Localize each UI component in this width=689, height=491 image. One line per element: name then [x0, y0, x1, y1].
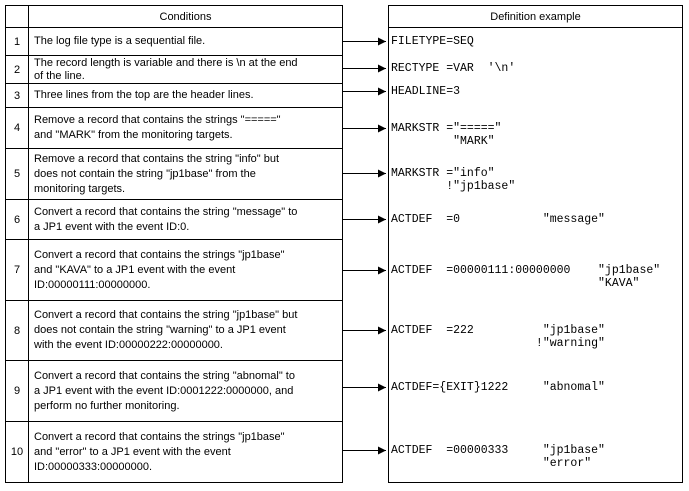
conditions-header: Conditions [159, 10, 212, 23]
condition-text: Convert a record that contains the strin… [34, 369, 295, 412]
condition-text: Remove a record that contains the string… [34, 152, 280, 195]
condition-text: Convert a record that contains the strin… [34, 205, 298, 233]
row-number: 8 [13, 324, 21, 337]
condition-text: The log file type is a sequential file. [34, 35, 206, 47]
condition-text: Convert a record that contains the strin… [34, 248, 285, 291]
definition-text: ACTDEF =00000333 "jp1base" "error" [391, 444, 605, 470]
definition-box-border [388, 5, 683, 483]
row-number: 10 [10, 446, 24, 458]
condition-text: Three lines from the top are the header … [34, 89, 254, 101]
condition-text: Convert a record that contains the strin… [34, 430, 285, 473]
definition-text: RECTYPE =VAR '\n' [391, 62, 516, 75]
definition-text: ACTDEF={EXIT}1222 "abnomal" [391, 381, 605, 394]
row-number: 1 [13, 35, 21, 48]
definition-text: ACTDEF =0 "message" [391, 213, 605, 226]
definition-text: FILETYPE=SEQ [391, 35, 474, 48]
definition-text: HEADLINE=3 [391, 85, 461, 98]
row-number: 3 [13, 89, 21, 102]
condition-text: Remove a record that contains the string… [34, 114, 281, 141]
definition-text: ACTDEF =222 "jp1base" !"warning" [391, 324, 605, 350]
row-number: 7 [13, 264, 21, 276]
definition-header: Definition example [490, 10, 581, 23]
condition-text: The record length is variable and there … [34, 56, 298, 82]
definition-text: MARKSTR ="=====" "MARK" [391, 122, 502, 148]
row-number: 2 [13, 63, 21, 76]
definition-text: MARKSTR ="info" !"jp1base" [391, 167, 516, 193]
row-number: 5 [13, 168, 21, 180]
row-number: 9 [13, 385, 21, 397]
condition-text: Convert a record that contains the strin… [34, 309, 298, 351]
conditions-table-border [5, 5, 343, 483]
definition-text: ACTDEF =00000111:00000000 "jp1base" "KAV… [391, 264, 661, 290]
row-number: 4 [13, 122, 21, 134]
row-number: 6 [13, 213, 21, 226]
